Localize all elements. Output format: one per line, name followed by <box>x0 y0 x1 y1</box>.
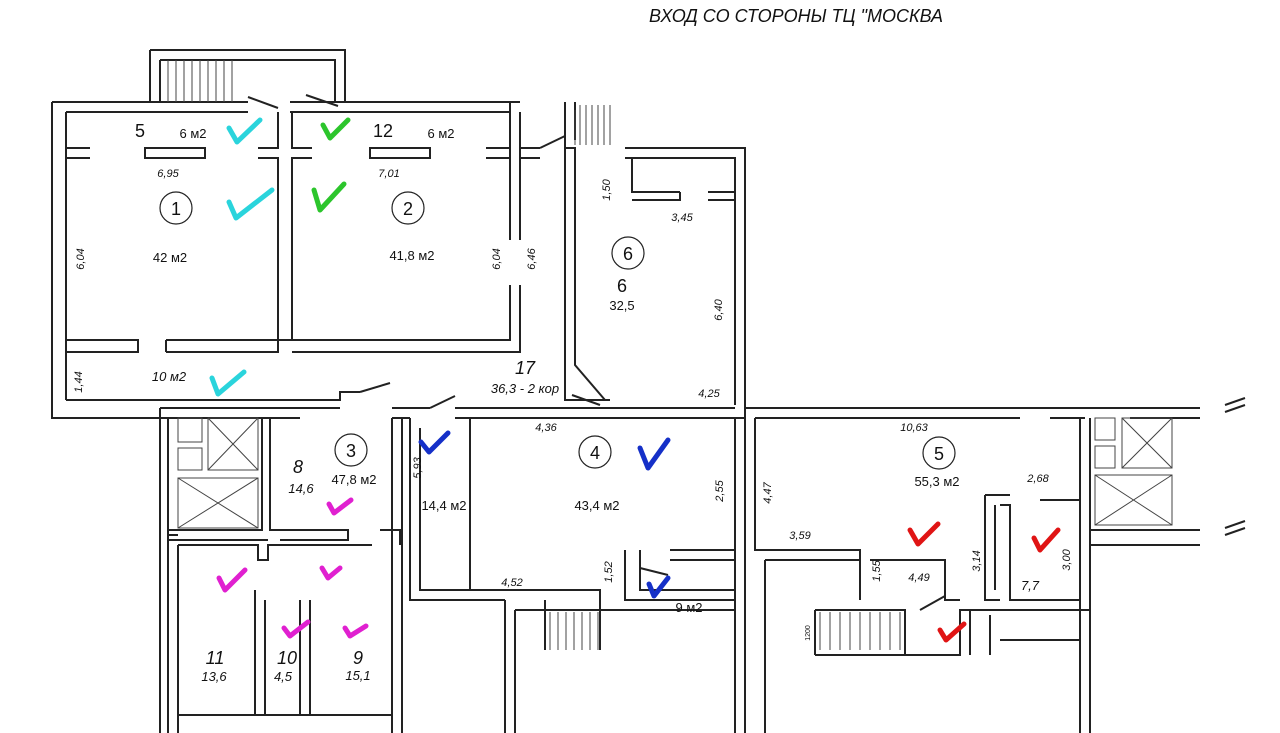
room-area: 13,6 <box>201 669 227 684</box>
room-number: 5 <box>934 444 944 464</box>
room-number: 8 <box>293 457 303 477</box>
dimension-label: 1,44 <box>73 371 85 392</box>
dimension-label: 4,47 <box>762 481 774 503</box>
room-number: 17 <box>515 358 536 378</box>
room-area: 55,3 м2 <box>914 474 959 489</box>
room-area: 6 м2 <box>427 126 454 141</box>
room-number: 6 <box>623 244 633 264</box>
dimension-label: 2,55 <box>714 479 726 502</box>
room-subnumber: 6 <box>617 276 627 296</box>
check-mark-icon <box>281 619 311 639</box>
room-area: 36,3 - 2 кор <box>491 381 559 396</box>
room-number: 5 <box>135 121 145 141</box>
dimension-label: 6,40 <box>713 298 725 320</box>
dimension-label: 7,01 <box>378 168 399 180</box>
doors <box>247 94 1246 611</box>
check-mark-icon <box>1031 527 1061 553</box>
plan-title: ВХОД СО СТОРОНЫ ТЦ "МОСКВА <box>649 6 943 26</box>
dimension-label: 4,25 <box>698 388 720 400</box>
dimension-label: 3,45 <box>671 212 693 224</box>
dimension-label: 3,00 <box>1061 548 1073 570</box>
room-number: 12 <box>373 121 393 141</box>
dimension-label: 6,46 <box>526 247 538 269</box>
dimension-label: 3,59 <box>789 530 810 542</box>
room-area: 14,4 м2 <box>421 498 466 513</box>
check-mark-icon <box>209 369 247 397</box>
dimension-label: 6,04 <box>491 248 503 269</box>
dimension-label: 1,50 <box>601 178 613 200</box>
check-mark-icon <box>320 117 351 141</box>
dimension-labels: 6,95 7,01 6,04 6,04 6,46 1,50 3,45 6,40 … <box>73 168 1073 641</box>
room-area: 47,8 м2 <box>331 472 376 487</box>
room-areas: 42 м2 41,8 м2 47,8 м2 43,4 м2 6 м2 55,3 … <box>152 126 1040 684</box>
dimension-label: 6,04 <box>75 248 87 269</box>
check-mark-icon <box>319 565 343 581</box>
stair-treads <box>167 60 901 650</box>
room-area: 6 м2 <box>179 126 206 141</box>
dimension-label: 4,52 <box>501 577 522 589</box>
room-area: 4,5 <box>274 669 293 684</box>
check-mark-icon <box>342 623 369 639</box>
check-mark-icon <box>937 621 967 643</box>
room-area: 10 м2 <box>152 369 187 384</box>
dimension-label: 4,49 <box>908 572 929 584</box>
room-area: 14,6 <box>288 481 314 496</box>
room-number: 10 <box>277 648 297 668</box>
room-number: 4 <box>590 443 600 463</box>
check-mark-icon <box>907 521 941 547</box>
room-area: 15,1 <box>345 668 370 683</box>
room-area: 41,8 м2 <box>389 248 434 263</box>
dimension-label: 3,14 <box>971 550 983 571</box>
room-number: 1 <box>171 199 181 219</box>
room-number: 11 <box>206 648 225 668</box>
dimension-label: 1,52 <box>603 561 615 582</box>
dimension-label: 1200 <box>805 625 812 641</box>
check-mark-icon <box>311 181 347 213</box>
check-mark-icon <box>226 117 263 145</box>
room-numbers: 1 2 3 4 5 5 6 6 8 9 10 11 12 17 <box>135 121 944 668</box>
room-area: 42 м2 <box>153 250 187 265</box>
dimension-label: 1,55 <box>871 559 883 581</box>
room-area: 43,4 м2 <box>574 498 619 513</box>
room-number: 9 <box>353 648 363 668</box>
check-mark-icon <box>216 567 248 593</box>
dimension-label: 5,93 <box>412 456 424 478</box>
room-area: 9 м2 <box>675 600 702 615</box>
room-number: 2 <box>403 199 413 219</box>
dimension-label: 6,95 <box>157 168 179 180</box>
dimension-label: 2,68 <box>1026 473 1049 485</box>
room-number: 3 <box>346 441 356 461</box>
room-area: 32,5 <box>609 298 634 313</box>
check-marks <box>209 117 1061 643</box>
check-mark-icon <box>226 187 275 221</box>
check-mark-icon <box>326 497 354 516</box>
room-area: 7,7 <box>1021 578 1040 593</box>
room-circles <box>159 191 956 470</box>
vent-shafts <box>177 417 1173 529</box>
dimension-label: 10,63 <box>900 422 928 434</box>
check-mark-icon <box>637 437 671 471</box>
check-mark-icon <box>646 575 671 599</box>
check-mark-icon <box>418 430 451 455</box>
dimension-label: 4,36 <box>535 422 557 434</box>
